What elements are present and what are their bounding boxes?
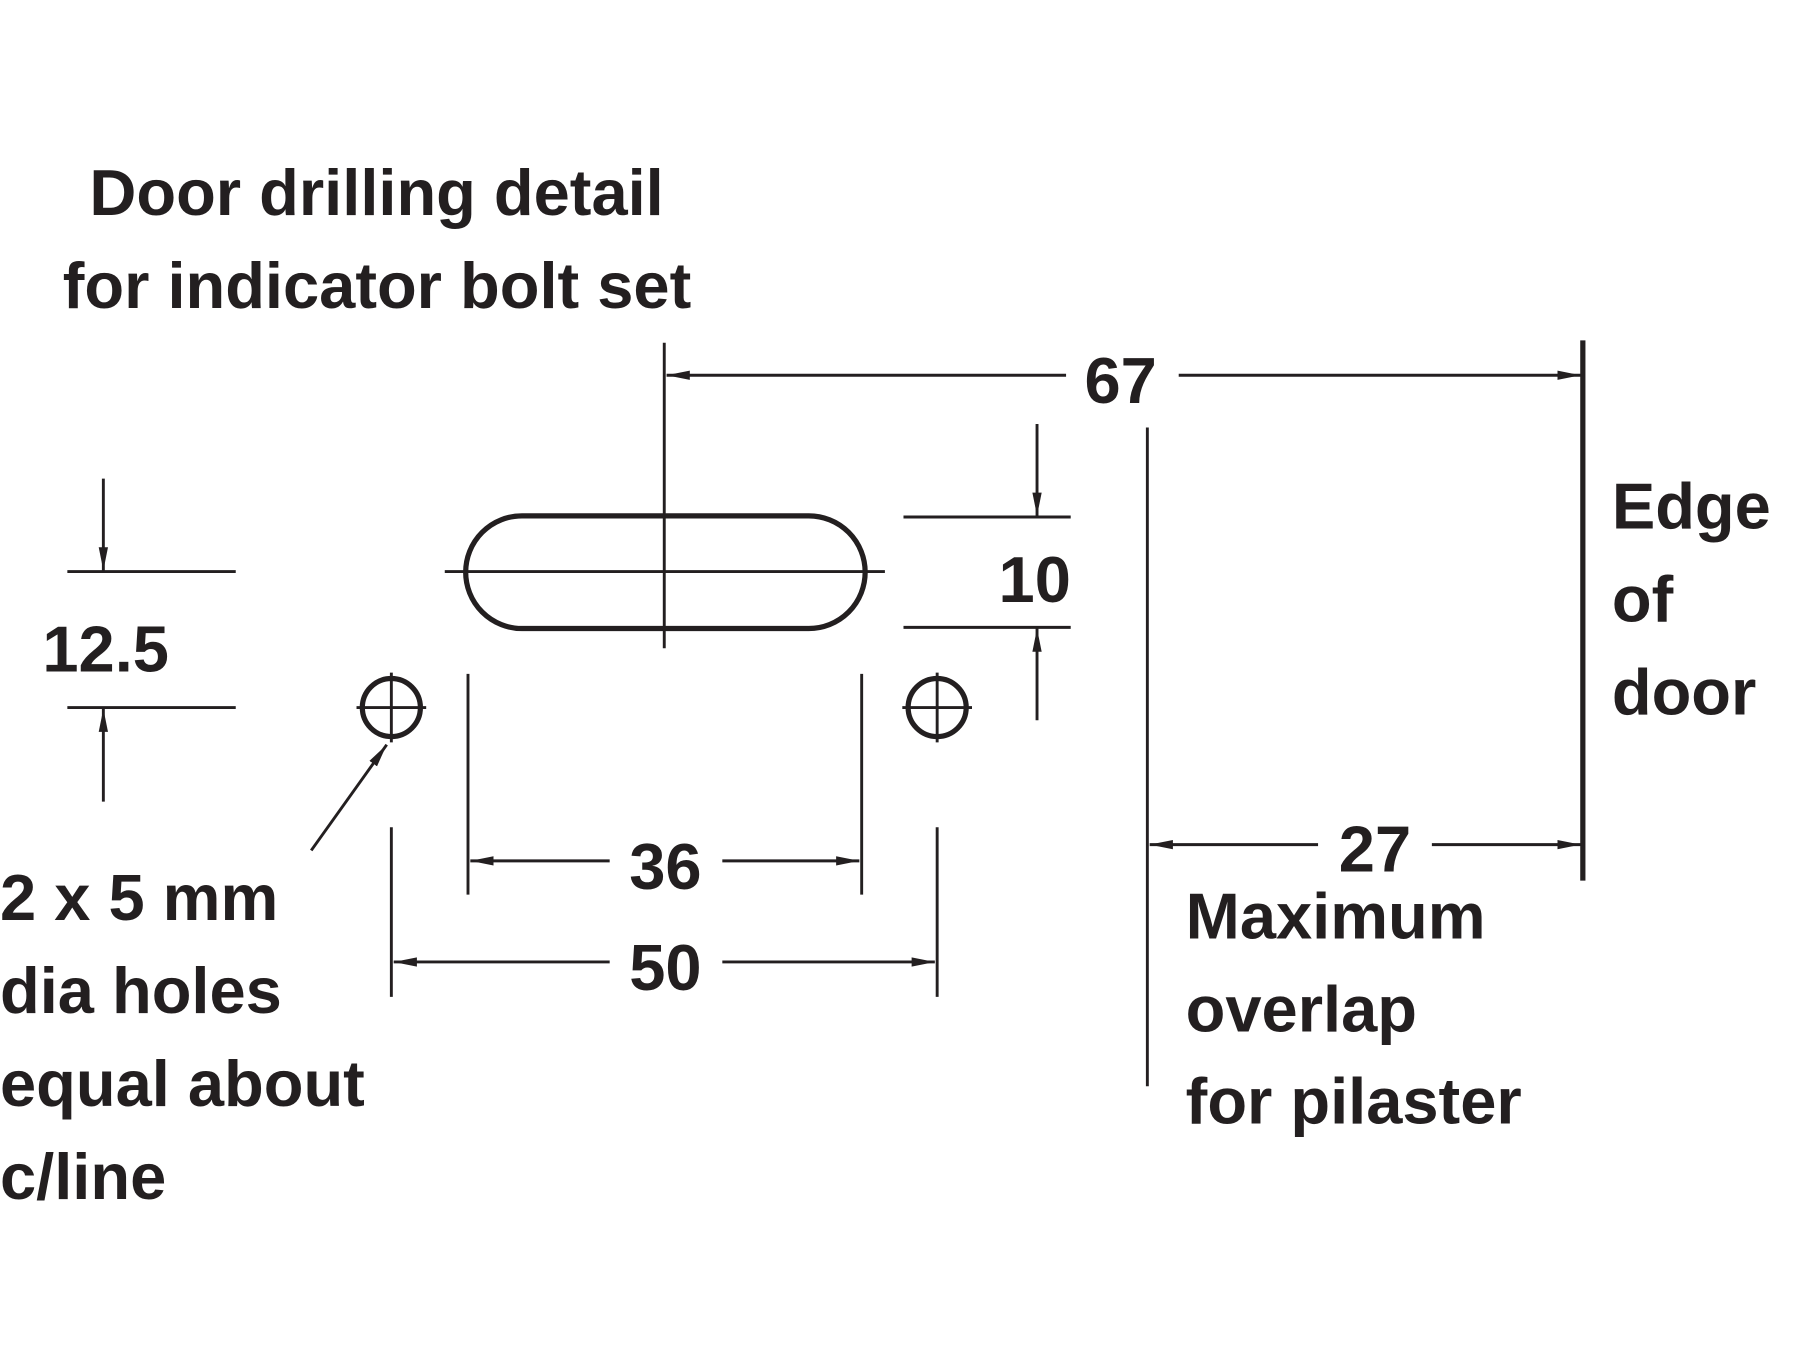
edge-label-line-1: Edge: [1612, 470, 1771, 543]
dim-36-label: 36: [629, 830, 701, 903]
holes-label: 2 x 5 mm dia holes equal about c/line: [0, 861, 365, 1213]
dim-50-label: 50: [629, 931, 701, 1004]
dim-27-label: 27: [1339, 812, 1411, 885]
holes-label-line-4: c/line: [0, 1140, 166, 1213]
holes-label-line-3: equal about: [0, 1047, 365, 1120]
hole-right: [902, 672, 973, 743]
title-line-2: for indicator bolt set: [63, 249, 692, 322]
overlap-label-line-2: overlap: [1186, 973, 1417, 1046]
overlap-label-line-3: for pilaster: [1186, 1064, 1522, 1137]
edge-label-line-2: of: [1612, 563, 1674, 636]
overlap-label: Maximum overlap for pilaster: [1186, 880, 1522, 1138]
holes-leader-arrow: [310, 743, 388, 852]
title-line-1: Door drilling detail: [89, 156, 663, 229]
overlap-label-line-1: Maximum: [1186, 880, 1486, 953]
dim-67-label: 67: [1084, 344, 1156, 417]
hole-left: [356, 672, 427, 743]
edge-label-line-3: door: [1612, 655, 1756, 728]
edge-of-door-label: Edge of door: [1612, 470, 1771, 729]
dim-10-label: 10: [999, 543, 1071, 616]
holes-label-line-2: dia holes: [0, 954, 282, 1027]
holes-label-line-1: 2 x 5 mm: [0, 861, 278, 934]
dim-12-5-label: 12.5: [42, 613, 169, 686]
